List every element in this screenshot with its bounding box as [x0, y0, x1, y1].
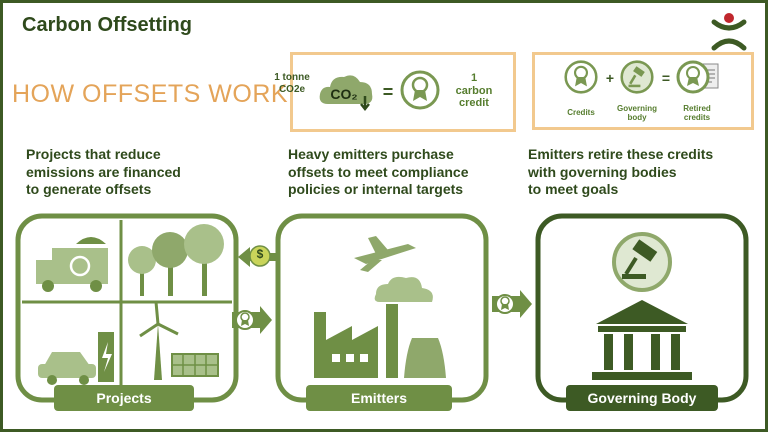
retired-credit-icon: [676, 60, 719, 94]
gavel-badge-icon: [612, 232, 672, 292]
credit-badge-icon: [400, 70, 440, 110]
credit-flow-arrow-1: [232, 306, 272, 334]
governing-label: Governing body: [616, 104, 657, 123]
dollar-coin-icon: [249, 245, 271, 267]
emitters-panel: [275, 213, 489, 403]
equals-sign-2: =: [661, 70, 671, 86]
headline: HOW OFFSETS WORK: [12, 80, 289, 108]
airplane-icon: [354, 236, 416, 272]
governing-body-label: Governing Body: [566, 385, 718, 411]
credits-label: Credits: [567, 108, 595, 117]
step-description-emitters: Heavy emitters purchase offsets to meet …: [288, 146, 469, 197]
governing-panel: [535, 213, 749, 403]
plus-sign: +: [605, 70, 615, 86]
step-description-projects: Projects that reduce emissions are finan…: [26, 146, 181, 197]
smoke-cloud-icon: [374, 276, 433, 302]
step-description-governing: Emitters retire these credits with gover…: [528, 146, 714, 197]
credit-flow-arrow-2: [492, 290, 532, 318]
equals-sign: =: [382, 82, 394, 102]
dollar-label: $: [256, 247, 264, 261]
projects-panel: [15, 213, 239, 403]
recycling-truck-icon: [36, 237, 108, 292]
projects-label: Projects: [54, 385, 194, 411]
retired-label: Retired credits: [683, 104, 711, 123]
tonne-label: 1 tonne CO2e: [274, 72, 310, 95]
courthouse-icon: [592, 300, 692, 380]
credit-badge-icon: [564, 60, 598, 94]
wind-solar-icon: [139, 301, 219, 380]
page-title: Carbon Offsetting: [22, 14, 192, 36]
logo-icon: [711, 13, 747, 51]
forest-icon: [128, 224, 224, 296]
co2-label: CO₂: [330, 86, 358, 102]
electric-car-icon: [38, 332, 114, 385]
emitters-label: Emitters: [306, 385, 452, 411]
factory-icon: [314, 304, 446, 378]
co2-cloud-icon: [319, 75, 373, 112]
credit-label: 1 carbon credit: [455, 72, 493, 110]
gavel-badge-icon: [620, 60, 654, 94]
